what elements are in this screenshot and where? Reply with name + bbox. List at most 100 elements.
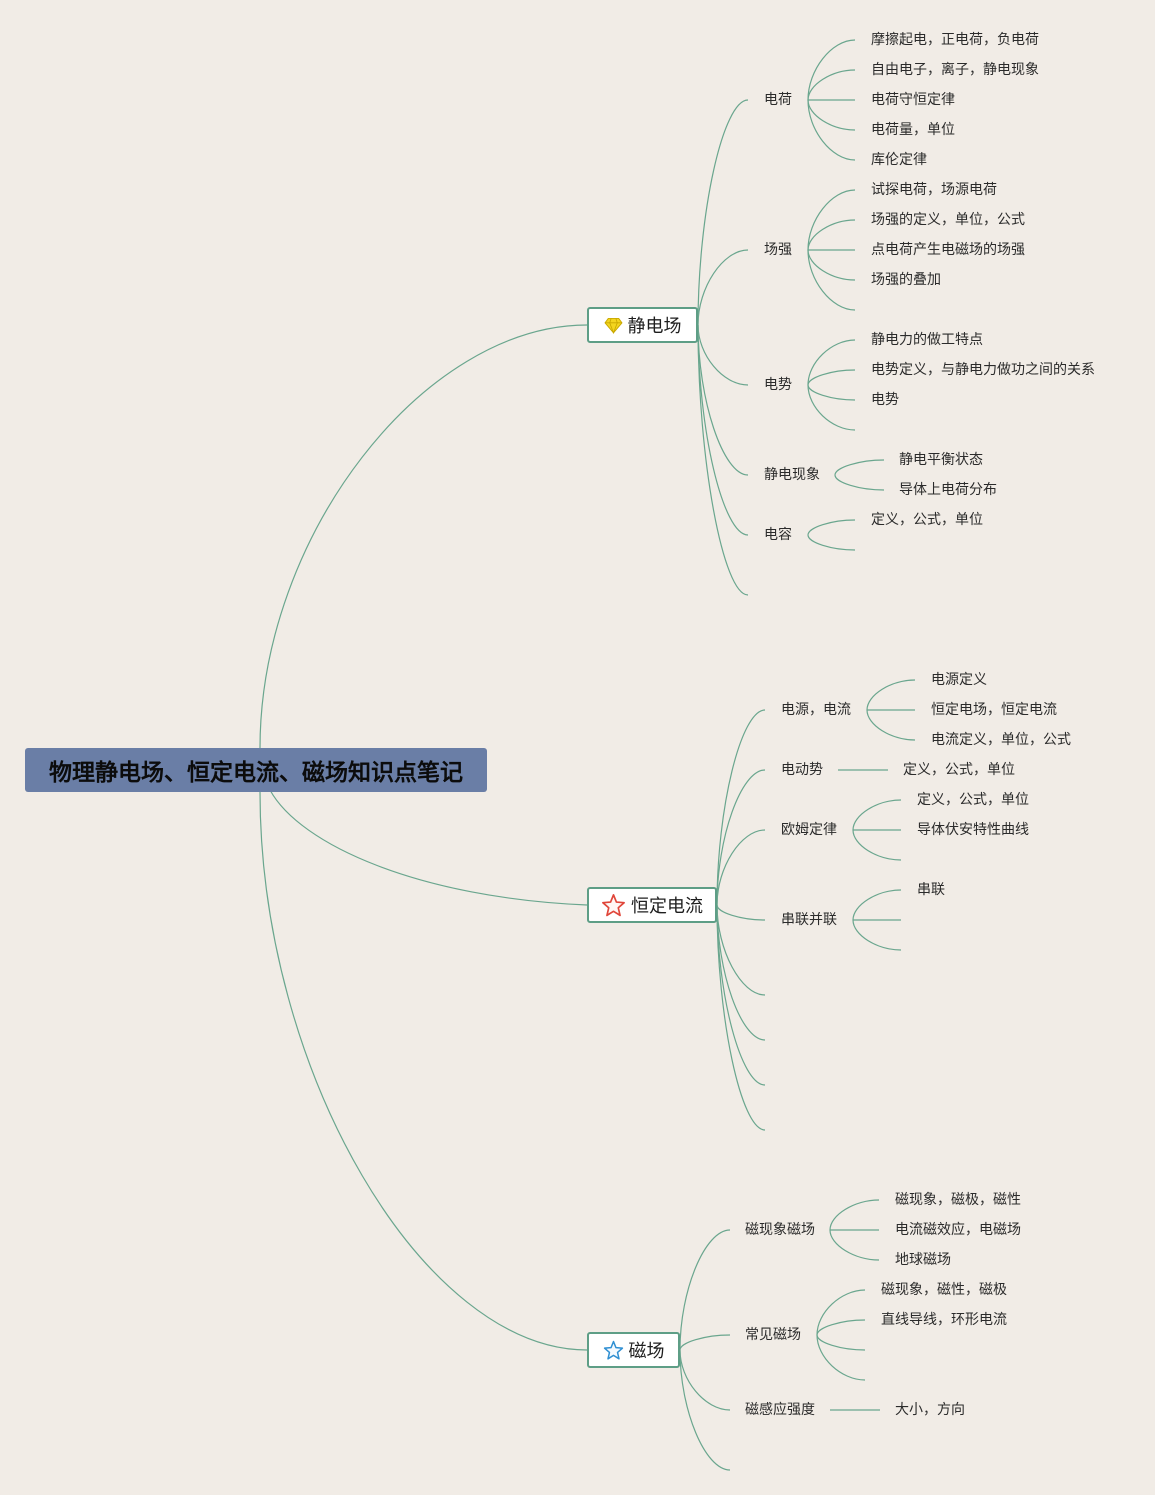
subtopic-common-magnetic-fields[interactable]: 常见磁场 (745, 1327, 801, 1343)
branch-label: 静电场 (627, 316, 682, 337)
leaf-topic[interactable]: 串联 (917, 882, 945, 898)
branch-label: 恒定电流 (631, 896, 703, 917)
connector-line (716, 904, 766, 1041)
diamond-shape (604, 317, 622, 333)
connector-line (807, 69, 856, 101)
leaf-topic[interactable]: 试探电荷，场源电荷 (871, 182, 997, 198)
leaf-topic[interactable]: 大小，方向 (895, 1402, 965, 1418)
connector-line (716, 904, 766, 1086)
connector-line (697, 99, 749, 326)
connector-line (697, 324, 749, 536)
leaf-topic[interactable]: 导体上电荷分布 (899, 482, 997, 498)
leaf-topic[interactable]: 地球磁场 (895, 1252, 951, 1268)
branch-topic-steady-current[interactable]: 恒定电流 (587, 887, 717, 923)
connector-line (697, 324, 749, 476)
subtopic-magnetic-induction[interactable]: 磁感应强度 (745, 1402, 815, 1418)
leaf-topic[interactable]: 直线导线，环形电流 (881, 1312, 1007, 1328)
subtopic-emf[interactable]: 电动势 (781, 762, 823, 778)
connector-line (852, 829, 902, 861)
connector-line (866, 709, 916, 741)
leaf-topic[interactable]: 电荷守恒定律 (871, 92, 955, 108)
connector-line (716, 904, 766, 1131)
diamond-icon (604, 317, 623, 334)
connector-line (852, 889, 902, 921)
connector-line (679, 1334, 731, 1351)
connector-line (716, 769, 766, 906)
leaf-topic[interactable]: 电源定义 (931, 672, 987, 688)
subtopic-electric-potential[interactable]: 电势 (764, 377, 792, 393)
star-icon-graphic (602, 893, 625, 916)
leaf-topic[interactable]: 静电力的做工特点 (871, 332, 983, 348)
connector-line (807, 249, 856, 311)
leaf-topic[interactable]: 静电平衡状态 (899, 452, 983, 468)
subtopic-series-parallel[interactable]: 串联并联 (781, 912, 837, 928)
connector-line (716, 904, 766, 996)
connector-line (807, 384, 856, 401)
connector-line (829, 1199, 880, 1231)
connector-line (816, 1334, 866, 1381)
connector-line (679, 1349, 731, 1471)
connector-line (834, 459, 885, 476)
subtopic-ohms-law[interactable]: 欧姆定律 (781, 822, 837, 838)
leaf-topic[interactable]: 定义，公式，单位 (917, 792, 1029, 808)
connector-line (807, 219, 856, 251)
leaf-topic[interactable]: 场强的定义，单位，公式 (871, 212, 1025, 228)
connector-line (697, 249, 749, 326)
connector-line (807, 249, 856, 281)
leaf-topic[interactable]: 定义，公式，单位 (903, 762, 1015, 778)
leaf-topic[interactable]: 电流磁效应，电磁场 (895, 1222, 1021, 1238)
connector-line (716, 829, 766, 906)
leaf-topic[interactable]: 恒定电场，恒定电流 (931, 702, 1057, 718)
connector-line (816, 1319, 866, 1336)
leaf-topic[interactable]: 电荷量，单位 (871, 122, 955, 138)
branch-topic-electrostatic-field[interactable]: 静电场 (587, 307, 698, 343)
connector-line (259, 324, 588, 749)
connector-line (807, 369, 856, 386)
star-shape (603, 1340, 623, 1360)
root-topic[interactable]: 物理静电场、恒定电流、磁场知识点笔记 (25, 748, 487, 792)
connector-line (679, 1349, 731, 1411)
leaf-topic[interactable]: 磁现象，磁性，磁极 (881, 1282, 1007, 1298)
connector-line (807, 519, 856, 536)
leaf-topic[interactable]: 库伦定律 (871, 152, 927, 168)
subtopic-field-strength[interactable]: 场强 (764, 242, 792, 258)
root-topic-label: 物理静电场、恒定电流、磁场知识点笔记 (49, 760, 463, 786)
leaf-topic[interactable]: 磁现象，磁极，磁性 (895, 1192, 1021, 1208)
connector-line (269, 789, 588, 906)
star-shape (602, 893, 625, 916)
subtopic-capacitance[interactable]: 电容 (764, 527, 792, 543)
leaf-topic[interactable]: 摩擦起电，正电荷，负电荷 (871, 32, 1039, 48)
leaf-topic[interactable]: 电势定义，与静电力做功之间的关系 (871, 362, 1095, 378)
connector-line (866, 679, 916, 711)
connector-line (816, 1289, 866, 1336)
leaf-topic[interactable]: 自由电子，离子，静电现象 (871, 62, 1039, 78)
leaf-topic[interactable]: 场强的叠加 (871, 272, 941, 288)
star-outline-icon (603, 1340, 624, 1361)
branch-label: 磁场 (628, 1341, 665, 1362)
connector-line (807, 384, 856, 431)
connector-line (807, 534, 856, 551)
connector-line (807, 189, 856, 251)
connector-line (816, 1334, 866, 1351)
subtopic-electric-charge[interactable]: 电荷 (764, 92, 792, 108)
leaf-topic[interactable]: 电势 (871, 392, 899, 408)
star-outline-icon (601, 893, 626, 918)
connector-line (852, 799, 902, 831)
leaf-topic[interactable]: 定义，公式，单位 (871, 512, 983, 528)
diamond-facet (608, 317, 618, 334)
leaf-topic[interactable]: 点电荷产生电磁场的场强 (871, 242, 1025, 258)
subtopic-power-source-current[interactable]: 电源，电流 (781, 702, 851, 718)
connector-line (852, 919, 902, 951)
diamond-icon-graphic (604, 317, 622, 334)
connector-line (807, 99, 856, 161)
leaf-topic[interactable]: 导体伏安特性曲线 (917, 822, 1029, 838)
leaf-topic[interactable]: 电流定义，单位，公式 (931, 732, 1071, 748)
connector-line (834, 474, 885, 491)
connector-line (716, 904, 766, 921)
subtopic-electrostatic-phenomena[interactable]: 静电现象 (764, 467, 820, 483)
branch-topic-magnetic-field[interactable]: 磁场 (587, 1332, 680, 1368)
connector-line (807, 39, 856, 101)
subtopic-magnetic-phenomena[interactable]: 磁现象磁场 (745, 1222, 815, 1238)
